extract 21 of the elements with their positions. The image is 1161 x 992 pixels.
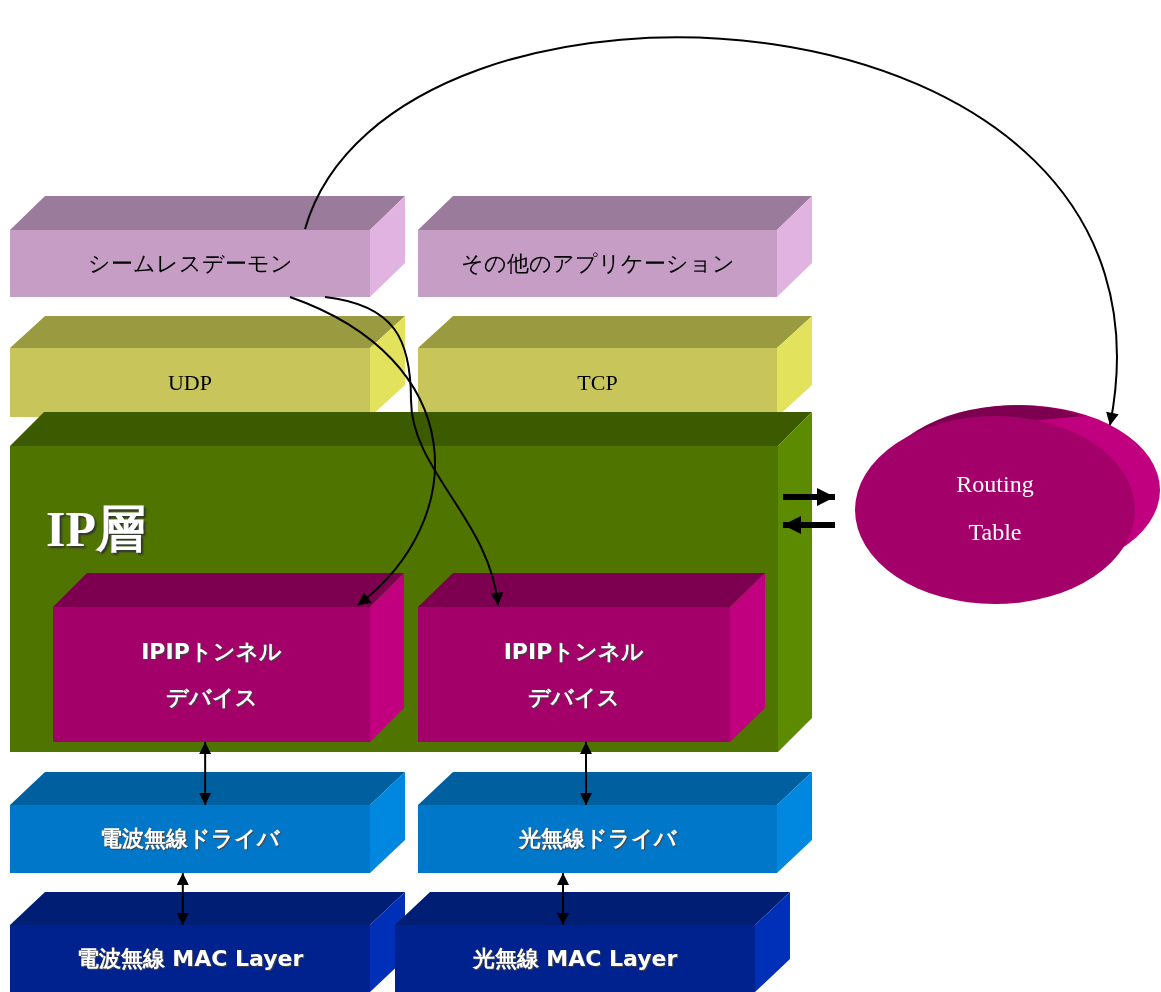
table-label: Routing Table — [955, 470, 1035, 547]
arrow — [557, 872, 569, 926]
block-label: 電波無線 MAC Layer — [76, 944, 304, 973]
block-label: IPIPトンネルデバイス — [502, 637, 646, 712]
arrow — [324, 296, 503, 606]
arrow — [199, 741, 212, 806]
block-label: 光無線ドライバ — [518, 825, 677, 853]
protocol-label: UDP — [168, 369, 212, 396]
arrow — [289, 296, 436, 606]
block-label: 電波無線ドライバ — [100, 825, 280, 853]
arrow — [783, 488, 835, 506]
layer-title: IP層 — [46, 500, 146, 559]
application-label: その他のアプリケーション — [460, 249, 735, 278]
protocol-label: TCP — [577, 369, 618, 396]
block-label: 光無線 MAC Layer — [472, 944, 678, 973]
arrow — [580, 741, 592, 806]
block-label: IPIPトンネルデバイス — [140, 637, 283, 712]
arrow — [304, 36, 1117, 426]
application-label: シームレスデーモン — [87, 249, 293, 278]
arrow — [783, 516, 835, 534]
arrow — [176, 872, 189, 926]
